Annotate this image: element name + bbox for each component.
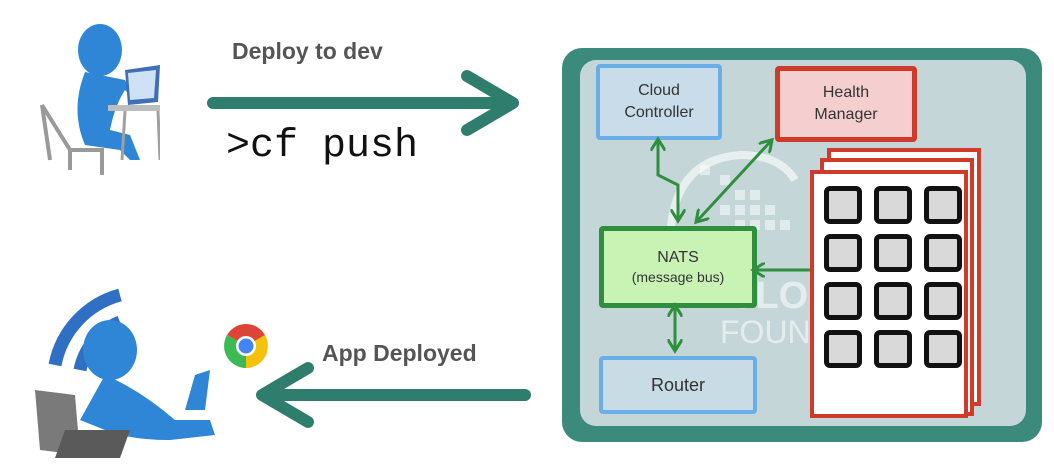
app-instance-icon <box>924 330 962 368</box>
app-instance-icon <box>824 282 862 320</box>
user-figure <box>35 288 215 458</box>
app-instance-icon <box>874 282 912 320</box>
deploy-label: Deploy to dev <box>232 38 383 64</box>
cf-push-command: >cf push <box>226 124 419 169</box>
head-icon <box>78 24 122 76</box>
deploy-arrow <box>207 70 519 136</box>
router-label: Router <box>650 374 706 395</box>
router-box: Router <box>599 356 757 414</box>
laptop-icon <box>108 65 160 111</box>
watermark-line-2: FOUN <box>720 314 811 350</box>
cloud-controller-box: Cloud Controller <box>596 64 722 140</box>
app-deployed-label: App Deployed <box>322 340 477 366</box>
cloud-controller-label: Cloud Controller <box>624 82 694 121</box>
dea-instance-grid <box>824 186 962 368</box>
hm-nats-connector <box>698 142 770 220</box>
app-instance-icon <box>924 282 962 320</box>
health-manager-label: Health Manager <box>814 84 878 123</box>
leg-icon <box>185 370 210 410</box>
app-instance-icon <box>824 330 862 368</box>
connectors <box>580 60 815 380</box>
laptop-icon <box>35 390 130 458</box>
nats-sublabel: (message bus) <box>631 269 725 286</box>
developer-figure <box>40 24 160 175</box>
cc-nats-connector <box>658 142 678 218</box>
app-instance-icon <box>824 186 862 224</box>
nats-label: NATS <box>657 248 699 266</box>
app-instance-icon <box>924 186 962 224</box>
chrome-icon <box>224 324 268 368</box>
app-instance-icon <box>874 186 912 224</box>
app-instance-icon <box>924 234 962 272</box>
app-instance-icon <box>874 234 912 272</box>
head-icon <box>83 320 137 380</box>
health-manager-box: Health Manager <box>775 66 917 142</box>
chair-icon <box>40 103 104 175</box>
app-deployed-arrow <box>256 362 531 428</box>
app-instance-icon <box>874 330 912 368</box>
app-instance-icon <box>824 234 862 272</box>
body-icon <box>80 375 215 440</box>
